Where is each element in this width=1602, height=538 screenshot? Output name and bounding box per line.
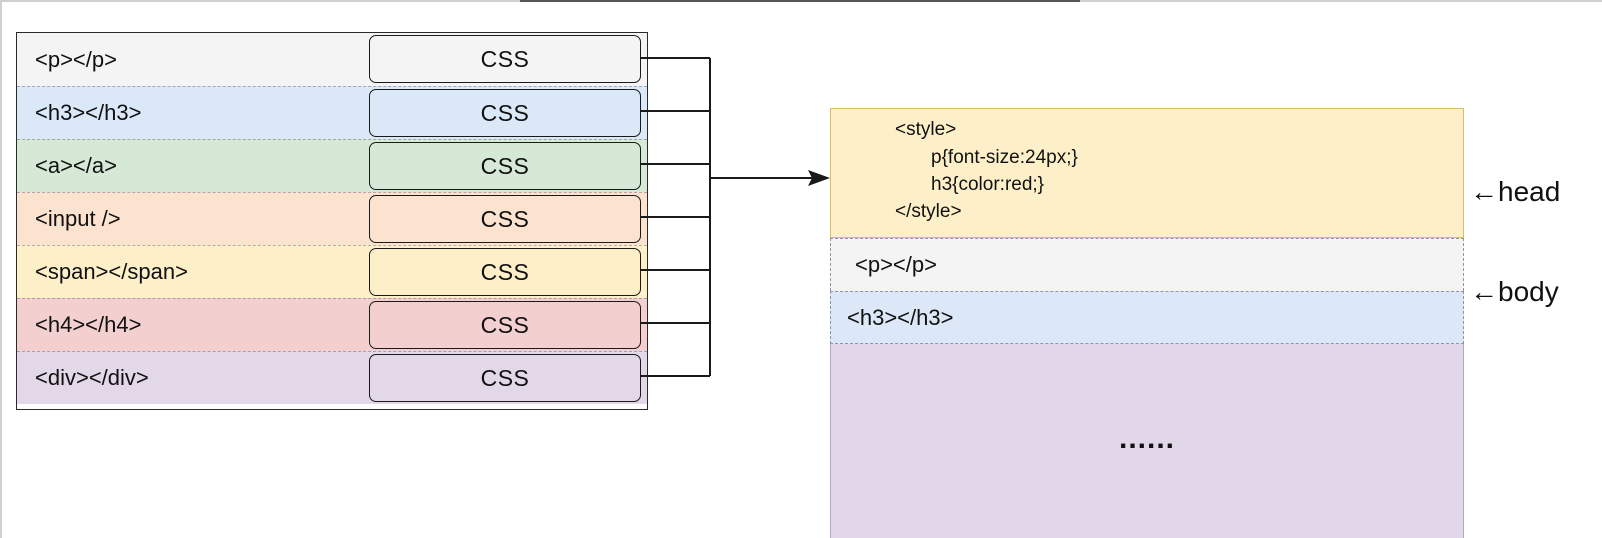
screenshot-edge-left xyxy=(0,0,2,538)
element-row: <h4></h4> CSS xyxy=(17,298,647,351)
element-tag-label: <div></div> xyxy=(35,365,149,390)
element-tag-label: <h4></h4> xyxy=(35,312,142,337)
element-tag-label: <h3></h3> xyxy=(35,100,142,125)
arrow-head-icon xyxy=(808,170,830,186)
body-remaining-content: ...... xyxy=(830,344,1464,538)
screenshot-edge-top-dark xyxy=(520,0,1080,2)
head-section: <style> p{font-size:24px;} h3{color:red;… xyxy=(830,108,1464,238)
element-row: <span></span> CSS xyxy=(17,245,647,298)
element-tag-label: <span></span> xyxy=(35,259,188,284)
style-open-tag: <style> xyxy=(895,119,957,140)
css-box: CSS xyxy=(369,354,641,402)
css-box: CSS xyxy=(369,248,641,296)
css-box: CSS xyxy=(369,142,641,190)
head-label: ←head xyxy=(1470,176,1561,207)
body-p-label: <p></p> xyxy=(855,252,937,277)
body-label: ←body xyxy=(1470,276,1559,307)
css-box: CSS xyxy=(369,301,641,349)
body-h3-element: <h3></h3> xyxy=(830,291,1464,344)
css-box: CSS xyxy=(369,89,641,137)
element-css-table: <p></p>CSS<h3></h3>CSS<a></a>CSS<input /… xyxy=(16,32,648,410)
element-row: <a></a> CSS xyxy=(17,139,647,192)
html-document: <style> p{font-size:24px;} h3{color:red;… xyxy=(830,108,1464,538)
css-box: CSS xyxy=(369,35,641,83)
element-tag-label: <p></p> xyxy=(35,46,117,72)
element-tag-label: <a></a> xyxy=(35,153,117,178)
element-row: <p></p> CSS xyxy=(17,33,647,86)
body-p-element: <p></p> xyxy=(830,238,1464,291)
element-row: <div></div> CSS xyxy=(17,351,647,404)
ellipsis: ...... xyxy=(1118,422,1175,455)
element-row: <h3></h3> CSS xyxy=(17,86,647,139)
css-box: CSS xyxy=(369,195,641,243)
element-row: <input /> CSS xyxy=(17,192,647,245)
body-h3-label: <h3></h3> xyxy=(847,305,954,330)
css-rule-p: p{font-size:24px;} xyxy=(931,147,1078,168)
css-rule-h3: h3{color:red;} xyxy=(931,174,1045,195)
style-close-tag: </style> xyxy=(895,201,962,222)
element-tag-label: <input /> xyxy=(35,206,121,231)
